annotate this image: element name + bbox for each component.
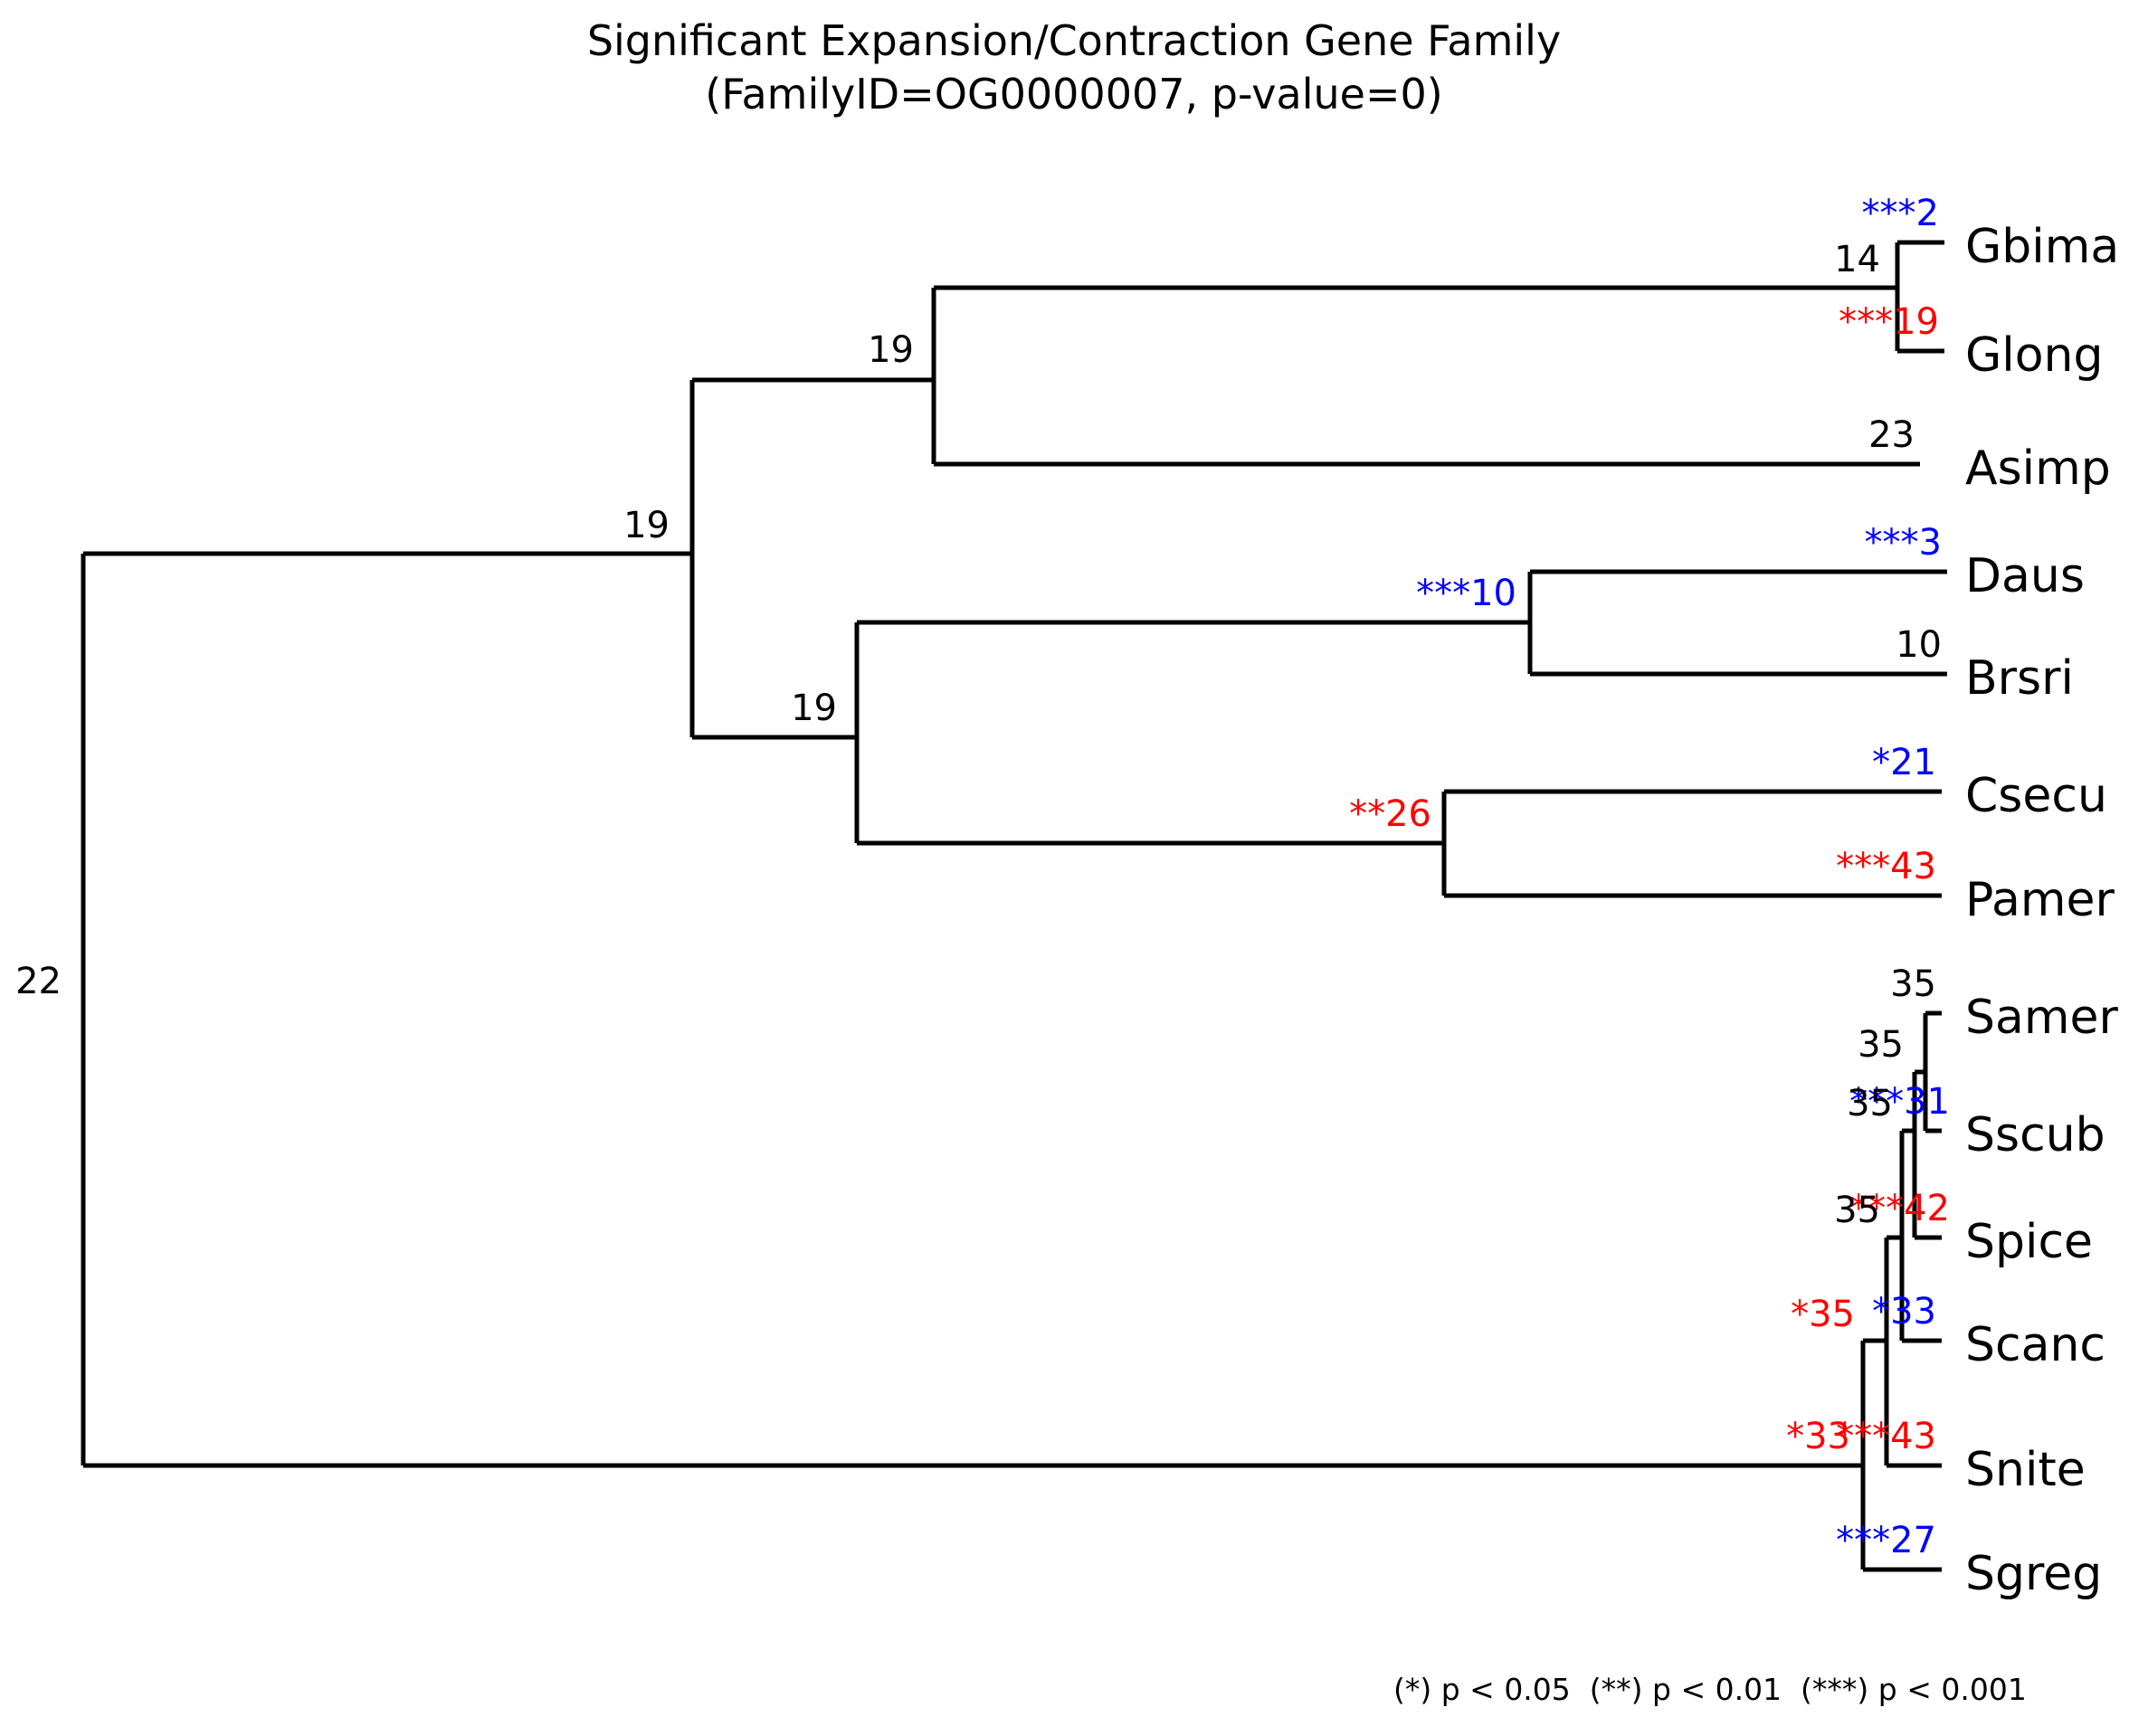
node-value-daus-pamer: 19 [791, 688, 837, 729]
leaf-value-glong: ***19 [1839, 301, 1939, 343]
node-value-samer-scanc: 35 [1834, 1190, 1880, 1231]
node-value-samer-spice: 35 [1847, 1083, 1893, 1124]
title-line-2: (FamilyID=OG0000007, p-value=0) [705, 69, 1443, 119]
node-value-gbima-glong: 14 [1834, 239, 1880, 280]
node-value-csecu-pamer: **26 [1349, 793, 1431, 835]
leaf-label-samer: Samer [1965, 991, 2119, 1045]
leaf-label-snite: Snite [1965, 1443, 2086, 1497]
leaf-label-daus: Daus [1965, 549, 2085, 603]
leaf-label-csecu: Csecu [1965, 769, 2107, 823]
leaf-label-sgreg: Sgreg [1965, 1547, 2102, 1601]
leaf-label-scanc: Scanc [1965, 1318, 2105, 1372]
leaf-label-spice: Spice [1965, 1215, 2093, 1269]
node-value-upper-clade: 19 [623, 505, 670, 546]
significance-legend: (*) p < 0.05 (**) p < 0.01 (***) p < 0.0… [1393, 1672, 2027, 1707]
leaf-value-pamer: ***43 [1836, 846, 1936, 887]
leaf-value-sgreg: ***27 [1836, 1520, 1936, 1561]
node-value-samer-sscub: 35 [1858, 1024, 1904, 1066]
leaf-value-brsri: 10 [1896, 624, 1942, 666]
leaf-value-csecu: *21 [1872, 742, 1936, 783]
leaf-value-asimp: 23 [1868, 414, 1915, 456]
node-value-gbima-glong-asimp: 19 [868, 329, 914, 371]
leaf-label-asimp: Asimp [1965, 441, 2111, 496]
leaf-value-gbima: ***2 [1862, 193, 1939, 234]
leaf-value-daus: ***3 [1865, 522, 1942, 564]
leaf-label-glong: Glong [1965, 328, 2104, 383]
figure-title: Significant Expansion/Contraction Gene F… [0, 14, 2148, 121]
leaf-value-sscub: ***31 [1849, 1081, 1950, 1123]
node-value-s-clade-root: *33 [1786, 1416, 1850, 1457]
node-value-root: 22 [15, 961, 62, 1002]
leaf-label-brsri: Brsri [1965, 651, 2074, 706]
title-line-1: Significant Expansion/Contraction Gene F… [586, 16, 1562, 65]
leaf-value-spice: ***42 [1849, 1188, 1950, 1229]
leaf-value-scanc: *33 [1872, 1291, 1936, 1333]
leaf-label-pamer: Pamer [1965, 873, 2115, 927]
leaf-value-samer: 35 [1890, 963, 1936, 1005]
leaf-label-sscub: Sscub [1965, 1108, 2105, 1162]
node-value-daus-brsri: ***10 [1416, 573, 1516, 614]
leaf-value-snite: ***43 [1836, 1416, 1936, 1457]
node-value-samer-snite: *35 [1791, 1294, 1855, 1335]
leaf-label-gbima: Gbima [1965, 220, 2119, 274]
